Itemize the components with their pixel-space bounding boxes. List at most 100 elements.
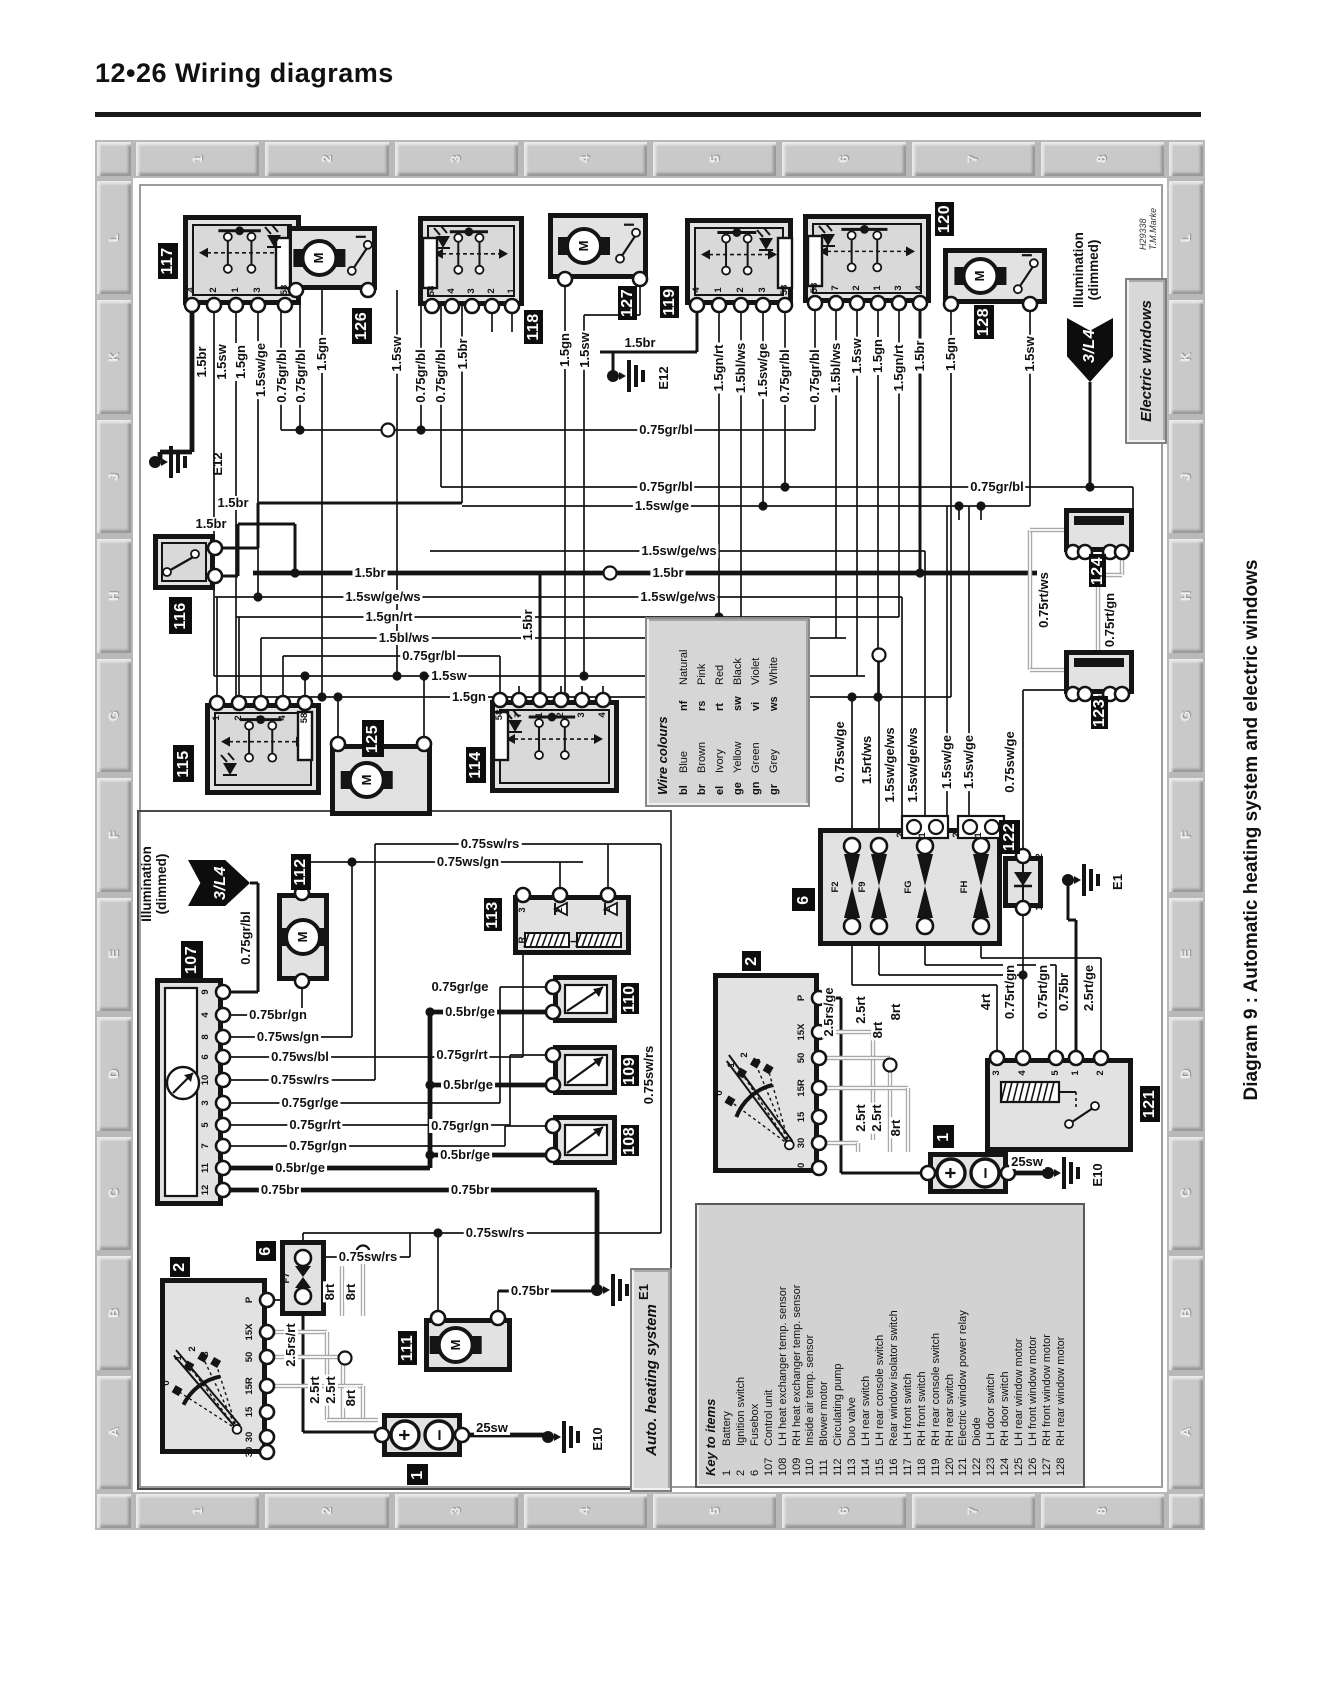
wire-label: 1.5sw/ge/ws [905,725,920,805]
component-number: 124 [1088,556,1106,585]
wire-label: 0.75gr/rt [287,1117,343,1132]
key-item-number: 118 [915,1458,928,1476]
earth-label: E10 [1090,1163,1105,1187]
battery-terminal-sign: – [974,1167,996,1179]
key-item-label: Diode [971,1417,984,1446]
wire-colour-entry: el [714,785,726,795]
ignition-position: 2 [186,1346,198,1352]
key-item-label: RH rear window motor [1054,1336,1067,1446]
wire-label: 1.5br [194,344,209,380]
terminal-number: 30 [244,1446,255,1458]
wire-colour-entry: vi [750,701,762,711]
grid-cell-right [1169,658,1203,773]
grid-label: 5 [706,155,722,163]
terminal-number: 1 [211,715,222,721]
component-label-112 [291,854,311,890]
wire-label: 0.75ws/gn [434,854,502,869]
section-label-electric-windows: Electric windows [1125,278,1167,444]
key-item-number: 127 [1040,1457,1053,1476]
grid-cell-bottom [653,1494,777,1528]
key-item-label: RH heat exchanger temp. sensor [790,1284,803,1446]
key-item-number: 108 [776,1457,789,1476]
wire-colour-entry: Natural [678,649,690,685]
grid-cell-top [394,142,518,176]
valve-letter: L [569,937,580,943]
terminal-number: 1 [506,288,517,294]
component-number: 111 [398,1334,416,1362]
wire-colour-entry: rs [696,700,708,711]
grid-cell-bottom [523,1494,647,1528]
grid-label: 3 [448,155,464,163]
wire-label: 0.75br [508,1283,552,1298]
key-item-number: 115 [873,1458,886,1476]
grid-cell-bottom [782,1494,906,1528]
motor-m: M [311,252,327,264]
grid-label: 3 [448,1507,464,1515]
wire-label: 0.75gr/bl [807,347,822,405]
grid-label: 4 [577,1507,593,1515]
grid-cell-right [1169,778,1203,892]
wire-label: 0.75rt/gn [1035,962,1050,1022]
wire-label: 0.75gr/bl [238,909,253,967]
grid-label: 4 [577,155,593,163]
wire-label: 8rt [322,1281,337,1303]
wire-label: 0.75gr/bl [637,422,695,437]
component-number: 119 [660,288,678,316]
terminal-number: 30 [244,1431,255,1443]
key-item: 110 Inside air temp. sensor [804,1215,818,1476]
grid-label: F [1178,831,1193,839]
grid-label: H [1178,591,1193,601]
key-item-label: Inside air temp. sensor [804,1334,817,1446]
terminal-number: 50 [244,1351,255,1363]
illumination-arrow-label: 3/L4 [1081,328,1098,364]
fuse-label: F9 [857,881,868,893]
wire-label: 0.75sw/rs [463,1225,527,1240]
wire-label: 25sw [474,1420,510,1435]
wire-label: 25sw [1009,1154,1045,1169]
grid-label: 1 [189,155,205,163]
key-item-number: 119 [929,1458,942,1476]
wire-colour-entry: Green [750,742,762,773]
wire-label: 0.75gr/bl [274,347,289,405]
component-number: 107 [183,945,200,974]
grid-label: H [106,591,121,601]
grid-cell-left [97,1375,131,1489]
frame-corner [97,1494,131,1528]
terminal-number: 58 [426,285,437,297]
terminal-number: 2 [555,712,566,718]
terminal-number: 6 [200,1054,211,1060]
key-item-number: 116 [887,1458,900,1476]
frame-corner [1169,1494,1203,1528]
grid-cell-left [97,778,131,892]
key-item-label: Duo valve [846,1397,859,1446]
wire-label: 0.75gr/gn [429,1118,491,1133]
key-item-label: LH heat exchanger temp. sensor [776,1286,789,1446]
grid-label: E [1178,950,1193,959]
wire-label: 0.75br [1056,970,1071,1014]
terminal-number: 2 [735,287,746,293]
key-item-number: 123 [985,1457,998,1476]
wire-label: 1.5sw/ge/ws [882,725,897,805]
grid-label: G [106,710,121,721]
wire-label: 0.75gr/gn [287,1138,349,1153]
grid-cell-right [1169,181,1203,295]
component-number: 114 [467,751,484,779]
wire-colour-entry: Yellow [732,741,744,773]
key-item-number: 110 [804,1458,817,1476]
component-number: 112 [292,858,309,886]
wire-label: 2.5rt [869,1102,884,1134]
component-number: 108 [621,1126,638,1155]
wire-label: 0.75rt/ws [1036,570,1051,630]
